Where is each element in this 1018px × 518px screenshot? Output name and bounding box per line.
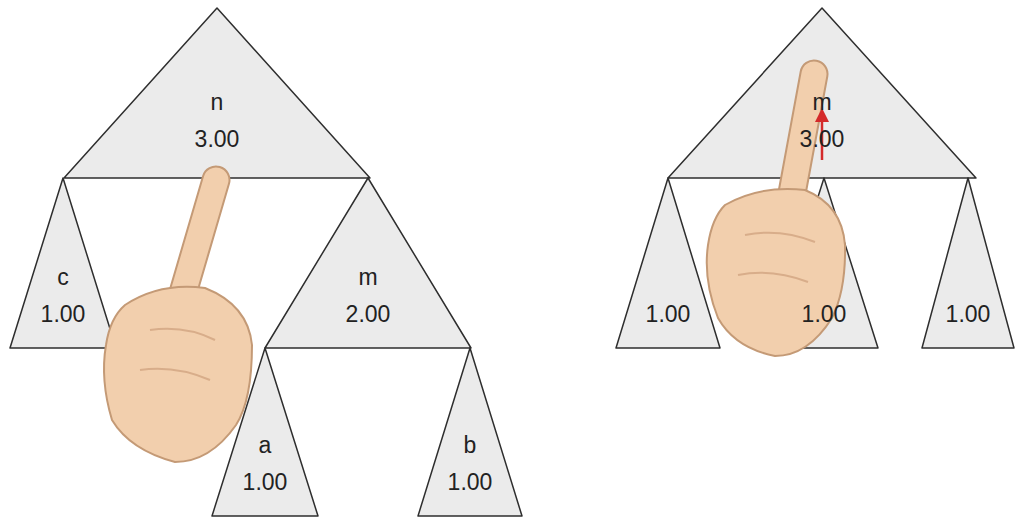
- subtree-triangle: m3.00: [668, 8, 976, 178]
- subtree-triangle: 1.00: [770, 178, 878, 348]
- subtree-triangle: m2.00: [265, 178, 471, 348]
- subtree-triangle: 1.00: [922, 178, 1014, 348]
- node-weight: 3.00: [195, 121, 240, 158]
- node-name: b: [464, 427, 477, 464]
- node-name: n: [211, 84, 224, 121]
- node-weight: 1.00: [243, 464, 288, 501]
- node-weight: 2.00: [346, 296, 391, 333]
- node-weight: 1.00: [41, 296, 86, 333]
- node-name: c: [57, 259, 69, 296]
- left-hand: [104, 180, 252, 462]
- node-name: m: [812, 84, 831, 121]
- node-weight: 1.00: [802, 296, 847, 333]
- node-weight: 1.00: [946, 296, 991, 333]
- node-name: a: [259, 427, 272, 464]
- subtree-triangle: 1.00: [616, 178, 720, 348]
- subtree-triangle: n3.00: [64, 8, 370, 178]
- node-weight: 1.00: [646, 296, 691, 333]
- node-weight: 1.00: [448, 464, 493, 501]
- subtree-triangle: b1.00: [418, 348, 522, 516]
- node-weight: 3.00: [800, 121, 845, 158]
- node-name: m: [358, 259, 377, 296]
- subtree-triangle: a1.00: [212, 348, 318, 516]
- subtree-triangle: c1.00: [10, 178, 116, 348]
